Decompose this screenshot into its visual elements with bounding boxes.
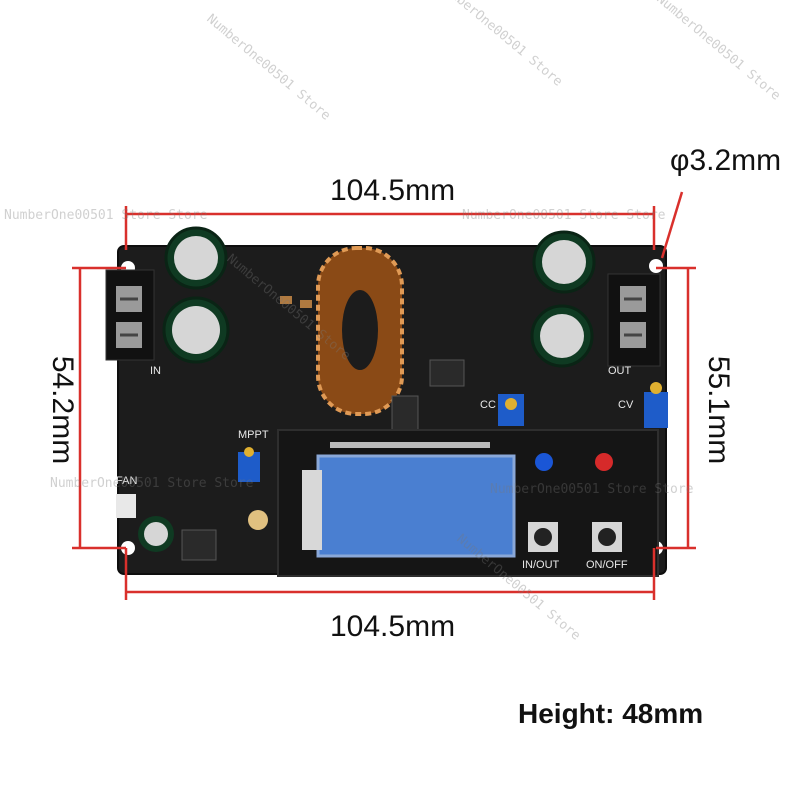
display-module — [277, 429, 659, 577]
mppt-potentiometer — [238, 452, 260, 482]
led-red — [595, 453, 613, 471]
output-terminal-block — [607, 273, 661, 367]
mount-hole-tr — [649, 259, 663, 273]
fan-connector — [116, 494, 136, 518]
silk-label-on-off: ON/OFF — [586, 559, 628, 571]
button-in-out — [528, 522, 558, 552]
silk-label-in: IN — [150, 365, 161, 377]
silk-label-in-out: IN/OUT — [522, 559, 560, 571]
silk-label-cc: CC — [480, 399, 496, 411]
toroid-inductor — [316, 246, 404, 416]
height-right-label: 55.1mm — [702, 355, 735, 465]
output-capacitors — [530, 230, 596, 368]
small-capacitor — [248, 510, 268, 530]
smd-chip — [429, 359, 465, 387]
input-capacitors — [162, 226, 230, 364]
smd-chip — [280, 296, 292, 304]
smd-chip — [300, 300, 312, 308]
silk-label-cv: CV — [618, 399, 634, 411]
button-on-off — [592, 522, 622, 552]
cv-potentiometer — [644, 392, 668, 428]
led-blue — [535, 453, 553, 471]
silk-label-fan: FAN — [116, 475, 137, 487]
input-terminal-block — [105, 269, 155, 361]
mount-hole-label: φ3.2mm — [670, 144, 782, 177]
width-bottom-label: 104.5mm — [330, 610, 456, 643]
dimension-lines — [72, 191, 696, 600]
height-left-label: 54.2mm — [46, 355, 79, 465]
silk-label-out: OUT — [608, 365, 632, 377]
mount-hole-bl — [121, 541, 135, 555]
smd-chip — [391, 395, 419, 433]
board-height-label: Height: 48mm — [518, 698, 704, 729]
smd-inductor — [181, 529, 217, 561]
lcd-screen — [316, 454, 516, 558]
width-top-label: 104.5mm — [330, 174, 456, 207]
silk-label-mppt: MPPT — [238, 429, 269, 441]
